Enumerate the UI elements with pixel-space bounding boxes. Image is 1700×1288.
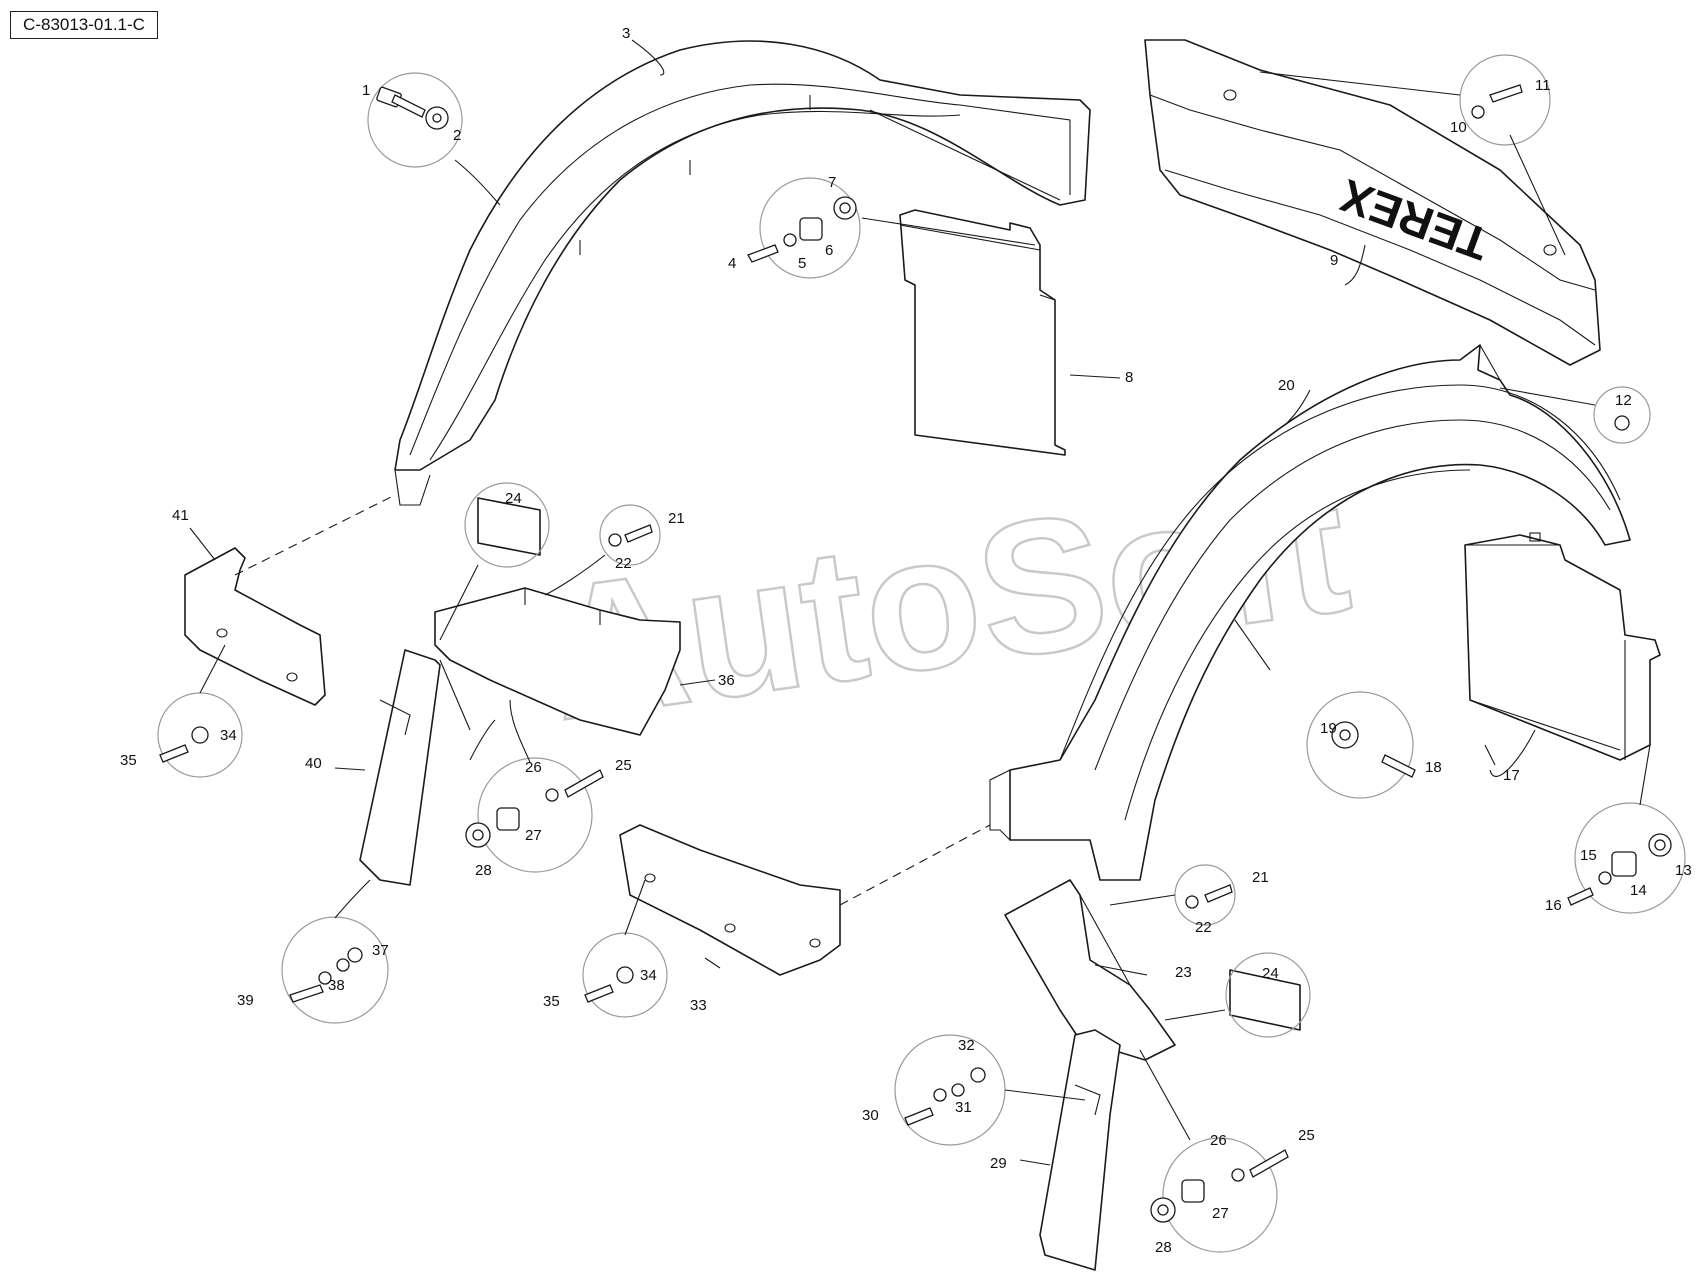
- callout-25-right: 25: [1298, 1127, 1315, 1144]
- callout-16: 16: [1545, 897, 1562, 914]
- callout-27-right: 27: [1212, 1205, 1229, 1222]
- callout-21-left: 21: [668, 510, 685, 527]
- hardware-group-25-28-right: [1150, 1137, 1289, 1253]
- callout-4: 4: [728, 255, 736, 272]
- callout-28-right: 28: [1155, 1239, 1172, 1256]
- rubber-block-part-24-left: [477, 497, 541, 556]
- mud-flap-plate-8: [899, 209, 1066, 456]
- callout-26-left: 26: [525, 759, 542, 776]
- leader-lines: [189, 39, 1651, 1166]
- callout-7: 7: [828, 174, 836, 191]
- callout-34-left: 34: [220, 727, 237, 744]
- hardware-group-24-right-circle: [1225, 952, 1311, 1038]
- callout-9: 9: [1330, 252, 1338, 269]
- callout-1: 1: [362, 82, 370, 99]
- callout-25-left: 25: [615, 757, 632, 774]
- callout-31: 31: [955, 1099, 972, 1116]
- guard-box-part-17: [1464, 532, 1661, 761]
- callout-8: 8: [1125, 369, 1133, 386]
- hardware-group-1-2: [367, 72, 463, 168]
- callout-20: 20: [1278, 377, 1295, 394]
- callout-15: 15: [1580, 847, 1597, 864]
- callout-2: 2: [453, 127, 461, 144]
- rubber-block-part-24-right: [1229, 969, 1301, 1031]
- callout-22-right: 22: [1195, 919, 1212, 936]
- callout-30: 30: [862, 1107, 879, 1124]
- callout-24-left: 24: [505, 490, 522, 507]
- callout-3: 3: [622, 25, 630, 42]
- callout-labels: 1 2 3 4 5 6 7 8 9 10 11 12 13 14 15 16 1…: [120, 25, 1692, 1256]
- callout-14: 14: [1630, 882, 1647, 899]
- callout-18: 18: [1425, 759, 1442, 776]
- bracket-part-41: [184, 547, 326, 706]
- callout-22-left: 22: [615, 555, 632, 572]
- mounting-strip-part-29: [1039, 1029, 1121, 1271]
- right-fender-part: [989, 344, 1631, 881]
- callout-21-right: 21: [1252, 869, 1269, 886]
- hardware-group-10-11: [1459, 54, 1551, 146]
- diagram-reference-label: C-83013-01.1-C: [10, 11, 158, 39]
- callout-36: 36: [718, 672, 735, 689]
- callout-40: 40: [305, 755, 322, 772]
- bent-bracket-part-36: [434, 587, 681, 736]
- callout-5: 5: [798, 255, 806, 272]
- alignment-line-41: [234, 494, 396, 576]
- callout-13: 13: [1675, 862, 1692, 879]
- callout-34-right: 34: [640, 967, 657, 984]
- callout-26-right: 26: [1210, 1132, 1227, 1149]
- callout-37: 37: [372, 942, 389, 959]
- hardware-group-21-22-left: [599, 504, 661, 566]
- callout-38: 38: [328, 977, 345, 994]
- hardware-group-30-32: [894, 1034, 1006, 1146]
- hardware-group-21-22-right: [1174, 864, 1236, 926]
- callout-24-right: 24: [1262, 965, 1279, 982]
- callout-10: 10: [1450, 119, 1467, 136]
- callout-19: 19: [1320, 720, 1337, 737]
- hardware-group-24-left-circle: [464, 482, 550, 568]
- hardware-group-34-35-right: [582, 932, 668, 1018]
- callout-17: 17: [1503, 767, 1520, 784]
- callout-6: 6: [825, 242, 833, 259]
- callout-32: 32: [958, 1037, 975, 1054]
- callout-11: 11: [1535, 77, 1551, 94]
- hardware-group-18-19: [1306, 691, 1416, 799]
- callout-35-left: 35: [120, 752, 137, 769]
- callout-33: 33: [690, 997, 707, 1014]
- callout-29: 29: [990, 1155, 1007, 1172]
- hardware-group-13-16: [1567, 802, 1686, 914]
- callout-39: 39: [237, 992, 254, 1009]
- terex-rail-part: TEREX: [1144, 39, 1601, 366]
- callout-35-right: 35: [543, 993, 560, 1010]
- left-fender-part: [394, 40, 1091, 506]
- bracket-part-33: [619, 824, 841, 976]
- callout-27-left: 27: [525, 827, 542, 844]
- alignment-line-33: [839, 824, 991, 906]
- callout-12: 12: [1615, 392, 1632, 409]
- callout-23: 23: [1175, 964, 1192, 981]
- callout-41: 41: [172, 507, 189, 524]
- callout-28-left: 28: [475, 862, 492, 879]
- mounting-strip-part-40: [359, 649, 441, 886]
- hardware-group-25-28-left: [465, 757, 604, 873]
- hardware-group-37-39: [281, 916, 389, 1024]
- hardware-group-12: [1593, 386, 1651, 444]
- hardware-group-4-7: [747, 177, 861, 279]
